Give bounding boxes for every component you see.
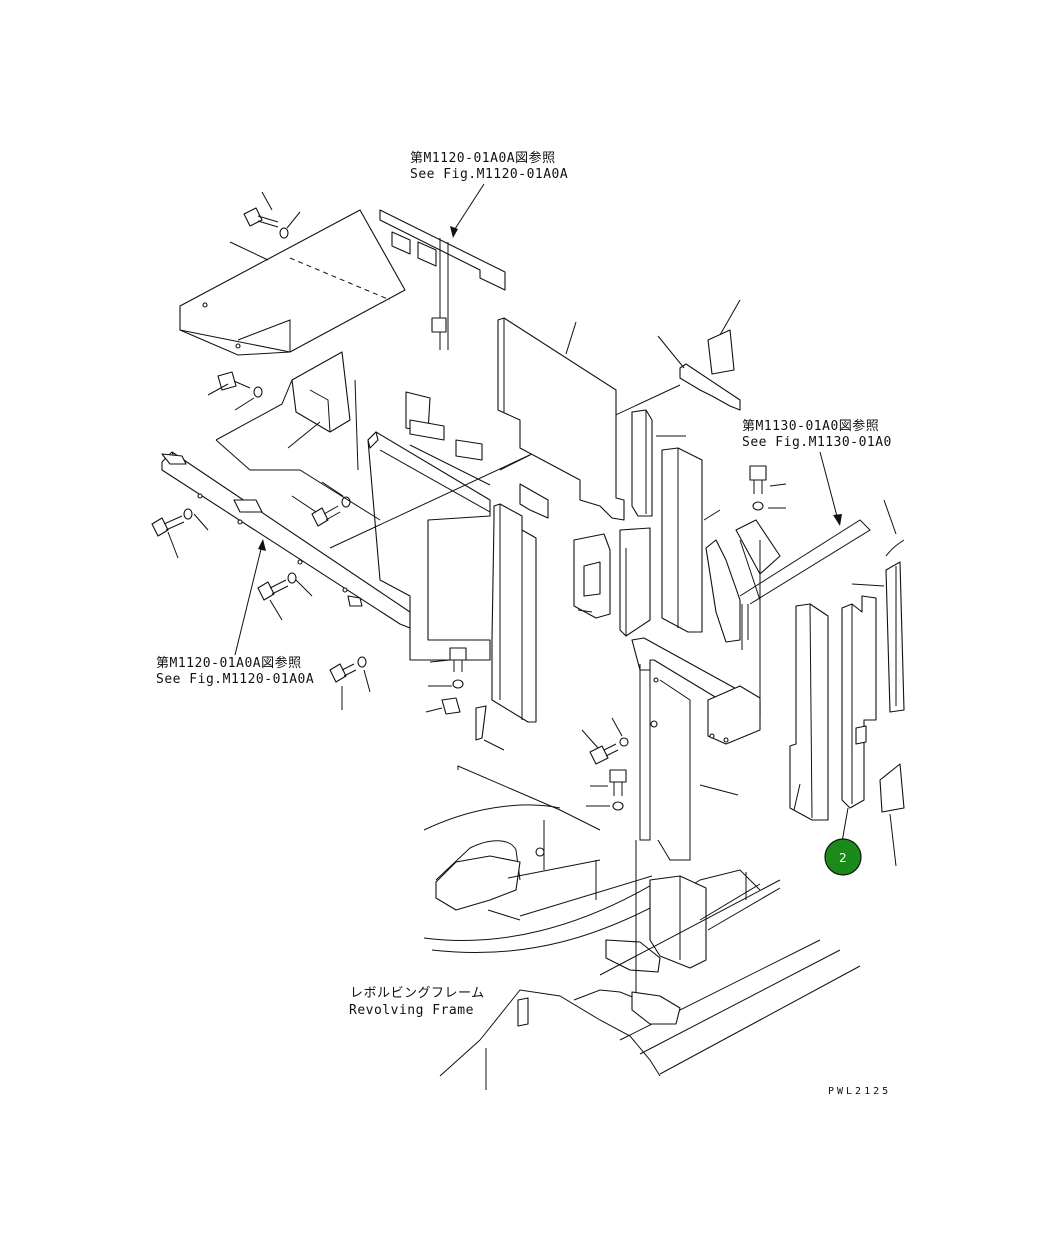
right-foam-boards bbox=[789, 499, 905, 867]
center-left-panels bbox=[491, 483, 651, 723]
revolving-frame-label: レボルビングフレーム Revolving Frame bbox=[349, 986, 485, 1018]
drawing-code: PWL2125 bbox=[828, 1086, 891, 1097]
rail-bolts bbox=[151, 481, 371, 710]
callout-2-number: 2 bbox=[839, 851, 847, 865]
top-figure-reference: 第M1120-01A0A図参照 See Fig.M1120-01A0A bbox=[410, 150, 568, 182]
lower-mount-bracket bbox=[631, 637, 761, 861]
tall-center-board bbox=[497, 317, 625, 521]
right-ref-en: See Fig.M1130-01A0 bbox=[742, 435, 892, 450]
callout-2[interactable]: 2 bbox=[824, 838, 862, 876]
top-cover-plate bbox=[179, 209, 406, 356]
side-bracket bbox=[207, 351, 359, 471]
callout-2-badge[interactable] bbox=[824, 838, 862, 876]
bolt-top-left bbox=[243, 191, 301, 239]
center-column-bolts bbox=[425, 647, 505, 751]
right-frame-bracket bbox=[705, 519, 871, 700]
right-bolt-washer bbox=[749, 465, 787, 511]
left-figure-reference: 第M1120-01A0A図参照 See Fig.M1120-01A0A bbox=[156, 655, 314, 687]
revolving-frame bbox=[423, 765, 861, 1090]
frame-label-jp: レボルビングフレーム bbox=[350, 986, 485, 1001]
right-ref-jp: 第M1130-01A0図参照 bbox=[742, 418, 879, 434]
center-partition bbox=[367, 391, 491, 661]
left-ref-en: See Fig.M1120-01A0A bbox=[156, 672, 314, 687]
left-ref-jp: 第M1120-01A0A図参照 bbox=[156, 655, 302, 671]
left-frame-rail bbox=[161, 451, 411, 629]
upper-bracket-arm bbox=[657, 335, 741, 411]
foam-block-group bbox=[631, 409, 721, 633]
frame-label-en: Revolving Frame bbox=[349, 1003, 474, 1018]
lower-center-bolts bbox=[581, 717, 629, 811]
top-ref-en: See Fig.M1120-01A0A bbox=[410, 167, 568, 182]
reference-arrows bbox=[234, 183, 842, 656]
top-wedge-block bbox=[707, 299, 741, 375]
top-ref-jp: 第M1120-01A0A図参照 bbox=[410, 150, 556, 166]
assembly-outline bbox=[215, 379, 681, 549]
top-bracket bbox=[379, 209, 506, 350]
right-figure-reference: 第M1130-01A0図参照 See Fig.M1130-01A0 bbox=[742, 418, 892, 450]
